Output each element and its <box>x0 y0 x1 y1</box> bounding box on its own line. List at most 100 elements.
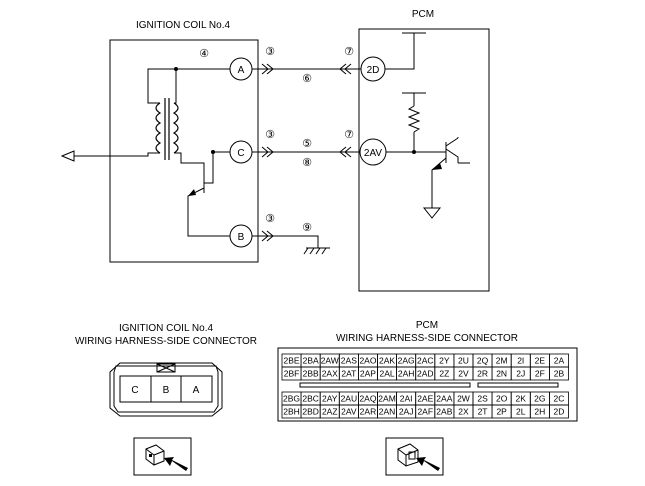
pcm-pin-2av-label: 2AV <box>364 148 382 159</box>
junction-dot <box>412 150 416 154</box>
pcm-connector-cell-label: 2AH <box>398 369 415 379</box>
pcm-connector-cell-label: 2K <box>516 394 527 404</box>
pcm-connector-cell-label: 2T <box>478 407 488 417</box>
coil-connector-title-2: WIRING HARNESS-SIDE CONNECTOR <box>75 336 257 347</box>
coil-connector-face <box>109 362 223 417</box>
pcm-connector-cell-label: 2AO <box>359 356 376 366</box>
pcm-connector-cell-label: 2E <box>535 356 546 366</box>
pcm-pin-2d-label: 2D <box>367 65 380 76</box>
pcm-title: PCM <box>412 9 434 20</box>
ignition-coil-circuit-ref: ④ <box>199 48 209 60</box>
coil-windings <box>155 98 179 160</box>
pcm-connector-frame <box>277 347 578 422</box>
coil-plug-icon <box>133 437 192 476</box>
pcm-connector-cell-label: 2L <box>516 407 526 417</box>
pcm-connector-cell-label: 2V <box>458 369 469 379</box>
pcm-connector-cell-label: 2AR <box>360 407 377 417</box>
pcm-connector-cell-label: 2F <box>535 369 545 379</box>
wire-ref-c-pcm-conn: ⑦ <box>344 129 354 141</box>
pcm-connector-cell-label: 2AF <box>417 407 433 417</box>
pcm-connector-cell-label: 2AB <box>436 407 452 417</box>
pcm-connector-cell-label: 2BF <box>284 369 300 379</box>
pcm-connector-cell-label: 2AM <box>378 394 395 404</box>
pcm-connector-cell-label: 2BE <box>284 356 300 366</box>
pcm-connector-cell-label: 2AA <box>436 394 452 404</box>
pcm-connector-cell-label: 2BA <box>303 356 319 366</box>
pcm-connector-cell-label: 2AU <box>341 394 358 404</box>
coil-pin-c-label: C <box>237 148 244 159</box>
pcm-connector-cell <box>549 404 569 419</box>
coil-pin-c: C <box>229 140 253 164</box>
pcm-connector-cell-label: 2B <box>554 369 565 379</box>
coil-pin-a: A <box>229 57 253 81</box>
pcm-connector-cell-label: 2BH <box>283 407 300 417</box>
coil-pin-b-label: B <box>238 232 245 243</box>
coil-connector-cell-c: C <box>131 385 138 396</box>
pcm-connector-cell-label: 2Y <box>439 356 450 366</box>
pcm-connector-cell-label: 2AE <box>417 394 433 404</box>
wire-ref-c-conn: ③ <box>265 129 275 141</box>
pcm-connector-cell-label: 2AX <box>322 369 338 379</box>
pcm-side-connector-marks <box>339 63 352 158</box>
pcm-connector-cell-label: 2C <box>554 394 565 404</box>
pcm-connector-cell-label: 2S <box>477 394 488 404</box>
pcm-connector-cell-label: 2AW <box>321 356 339 366</box>
wire-ref-a-pcm-conn: ⑦ <box>344 46 354 58</box>
pcm-ground-icon <box>422 207 442 219</box>
pcm-connector-cell-label: 2AK <box>379 356 395 366</box>
pcm-connector-cell-label: 2O <box>496 394 508 404</box>
junction-dot <box>211 150 215 154</box>
pcm-connector-cell-label: 2AQ <box>359 394 376 404</box>
wire-ref-a-wire: ⑥ <box>302 73 312 85</box>
pcm-connector-cell-label: 2P <box>496 407 507 417</box>
pcm-connector-cell-label: 2W <box>457 394 470 404</box>
pcm-box <box>358 28 490 292</box>
coil-internal-wiring <box>70 68 230 237</box>
pcm-connector-cell <box>549 366 569 381</box>
pcm-connector-cell-label: 2AV <box>341 407 357 417</box>
coil-pin-a-label: A <box>238 65 245 76</box>
pcm-connector-title-2: WIRING HARNESS-SIDE CONNECTOR <box>336 333 518 344</box>
pcm-connector-cell-label: 2Q <box>477 356 489 366</box>
pcm-connector-cell-label: 2N <box>496 369 507 379</box>
coil-connector-cell-b: B <box>163 385 170 396</box>
pcm-connector-cell-label: 2I <box>517 356 524 366</box>
pcm-connector-cell-label: 2BD <box>302 407 319 417</box>
pcm-connector-cell-label: 2AS <box>341 356 357 366</box>
pcm-connector-cell-label: 2BG <box>283 394 300 404</box>
coil-connector-cell-a: A <box>193 385 200 396</box>
pcm-connector-cell-label: 2AZ <box>322 407 338 417</box>
pcm-connector-cell-label: 2H <box>534 407 545 417</box>
pcm-connector-key-bar <box>477 382 559 388</box>
pcm-plug-icon <box>385 437 444 476</box>
coil-pin-b: B <box>229 224 253 248</box>
emitter-arrow-icon <box>188 189 196 196</box>
pcm-pin-2d: 2D <box>360 56 386 82</box>
pcm-connector-cell-label: 2M <box>496 356 508 366</box>
pcm-connector-cell-label: 2Z <box>439 369 449 379</box>
pcm-connector-cell-label: 2AD <box>417 369 434 379</box>
ignition-coil-box <box>109 39 259 263</box>
external-wires <box>252 68 362 248</box>
pcm-connector-cell-label: 2AY <box>322 394 338 404</box>
pcm-connector-cell-label: 2AI <box>400 394 413 404</box>
pcm-connector-cell-label: 2AT <box>341 369 356 379</box>
pcm-connector-cell-label: 2G <box>534 394 545 404</box>
wire-ref-b-conn: ③ <box>265 213 275 225</box>
pcm-connector-cell-label: 2AN <box>379 407 396 417</box>
pcm-connector-cell-label: 2AC <box>417 356 434 366</box>
coil-side-connector-marks <box>261 63 274 242</box>
pcm-connector-cell-label: 2AG <box>398 356 415 366</box>
output-arrow-icon <box>60 150 75 162</box>
pcm-connector-key-bar <box>299 382 471 388</box>
pcm-connector-cell-label: 2U <box>458 356 469 366</box>
pcm-connector-title-1: PCM <box>416 320 438 331</box>
pcm-transistor-arrow-icon <box>432 163 442 170</box>
ignition-coil-title: IGNITION COIL No.4 <box>136 20 231 31</box>
wire-ref-a-conn: ③ <box>265 46 275 58</box>
pcm-pin-2av: 2AV <box>359 138 387 166</box>
junction-dot <box>174 67 178 71</box>
wire-ref-c-wire-bottom: ⑧ <box>302 157 312 169</box>
